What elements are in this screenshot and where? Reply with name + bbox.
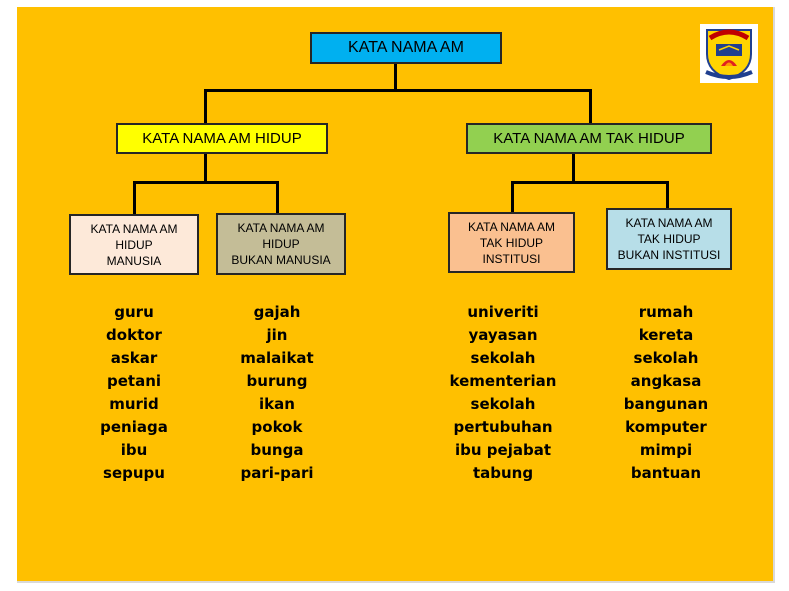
list-item: yayasan	[468, 326, 538, 344]
connector-institusi-vertical	[511, 181, 514, 214]
leaf-node-institusi: KATA NAMA AM TAK HIDUP INSTITUSI	[448, 212, 575, 273]
list-item: sekolah	[470, 395, 536, 413]
leaf-node-bukan-manusia: KATA NAMA AM HIDUP BUKAN MANUSIA	[216, 213, 346, 275]
list-item: pertubuhan	[453, 418, 553, 436]
branch-node-tak-hidup-label: KATA NAMA AM TAK HIDUP	[493, 130, 685, 147]
leaf-node-institusi-line-1: KATA NAMA AM	[468, 219, 555, 234]
list-item: pokok	[251, 418, 303, 436]
list-item: rumah	[638, 303, 694, 321]
list-item: angkasa	[630, 372, 702, 390]
leaf-node-manusia-line-1: KATA NAMA AM	[90, 221, 178, 236]
connector-bukan-manusia-vertical	[276, 181, 279, 215]
leaf-node-bukan-institusi-line-1: KATA NAMA AM	[625, 216, 713, 230]
leaf-node-institusi-line-2: TAK HIDUP	[479, 235, 544, 250]
list-item: ikan	[259, 395, 295, 413]
list-item: askar	[110, 349, 158, 367]
leaf-node-bukan-institusi-line-2: TAK HIDUP	[637, 232, 701, 246]
list-item: mimpi	[639, 441, 693, 459]
list-item: bangunan	[623, 395, 709, 413]
list-item: peniaga	[100, 418, 168, 436]
list-item: kementerian	[449, 372, 557, 390]
leaf-node-institusi-line-3: INSTITUSI	[482, 251, 541, 266]
list-item: petani	[106, 372, 162, 390]
list-item: burung	[246, 372, 308, 390]
leaf-node-bukan-institusi: KATA NAMA AM TAK HIDUP BUKAN INSTITUSI	[606, 208, 732, 270]
leaf-node-bukan-manusia-line-3: BUKAN MANUSIA	[231, 253, 331, 267]
branch-node-hidup-label: KATA NAMA AM HIDUP	[142, 130, 302, 147]
word-list-bukan-manusia: gajah jin malaikat burung ikan pokok bun…	[217, 301, 337, 485]
list-item: univeriti	[467, 303, 539, 321]
school-logo	[700, 24, 758, 83]
list-item: kereta	[638, 326, 694, 344]
branch-node-hidup: KATA NAMA AM HIDUP	[116, 123, 328, 154]
list-item: sepupu	[103, 464, 165, 482]
connector-manusia-vertical	[133, 181, 136, 215]
leaf-node-manusia: KATA NAMA AM HIDUP MANUSIA	[69, 214, 199, 275]
branch-node-tak-hidup: KATA NAMA AM TAK HIDUP	[466, 123, 712, 154]
connector-takhidup-down	[572, 152, 575, 184]
list-item: sekolah	[470, 349, 536, 367]
school-crest-icon	[705, 29, 753, 81]
word-list-bukan-institusi: rumah kereta sekolah angkasa bangunan ko…	[606, 301, 726, 485]
list-item: jin	[266, 326, 288, 344]
list-item: bunga	[250, 441, 304, 459]
leaf-node-manusia-line-3: MANUSIA	[106, 253, 162, 268]
list-item: gajah	[253, 303, 301, 321]
connector-hidup-vertical	[204, 89, 207, 124]
word-list-manusia: guru doktor askar petani murid peniaga i…	[74, 301, 194, 485]
leaf-node-bukan-manusia-line-1: KATA NAMA AM	[237, 221, 325, 235]
list-item: ibu	[120, 441, 148, 459]
list-item: pari-pari	[240, 464, 314, 482]
list-item: murid	[109, 395, 159, 413]
connector-takhidup-vertical	[589, 89, 592, 124]
list-item: doktor	[106, 326, 162, 344]
list-item: tabung	[472, 464, 534, 482]
connector-hidup-horizontal	[133, 181, 279, 184]
connector-bukan-institusi-vertical	[666, 181, 669, 210]
root-node: KATA NAMA AM	[310, 32, 502, 64]
connector-root-vertical	[394, 62, 397, 92]
connector-hidup-down	[204, 152, 207, 184]
leaf-node-bukan-manusia-line-2: HIDUP	[262, 237, 300, 251]
leaf-node-manusia-line-2: HIDUP	[115, 237, 153, 252]
slide-background	[17, 7, 775, 583]
connector-level1-horizontal	[204, 89, 592, 92]
leaf-node-bukan-institusi-line-3: BUKAN INSTITUSI	[617, 248, 721, 262]
root-node-label: KATA NAMA AM	[348, 39, 464, 56]
word-list-institusi: univeriti yayasan sekolah kementerian se…	[438, 301, 568, 485]
list-item: komputer	[625, 418, 707, 436]
connector-takhidup-horizontal	[511, 181, 669, 184]
list-item: ibu pejabat	[455, 441, 551, 459]
list-item: guru	[114, 303, 154, 321]
list-item: bantuan	[630, 464, 702, 482]
list-item: sekolah	[633, 349, 699, 367]
list-item: malaikat	[240, 349, 314, 367]
